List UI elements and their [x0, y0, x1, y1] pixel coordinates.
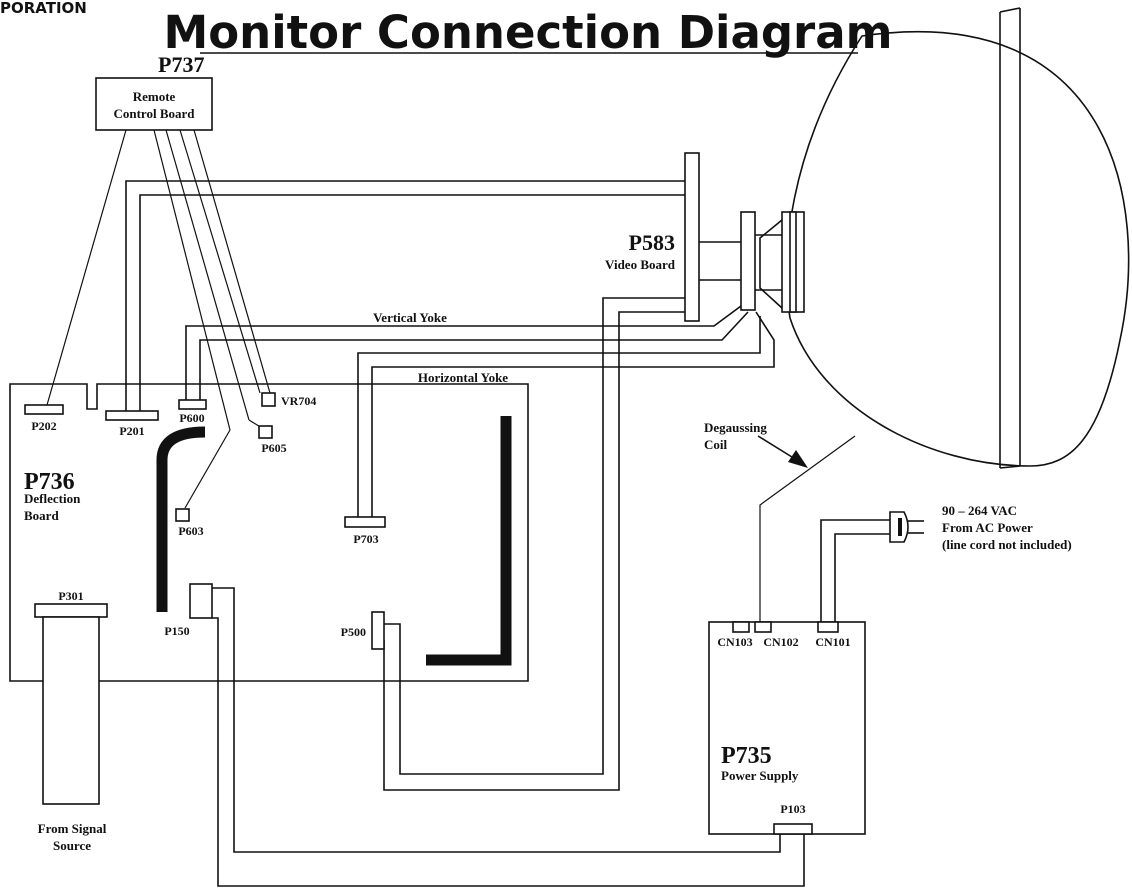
- vertical-yoke-label: Vertical Yoke: [373, 310, 447, 325]
- power-supply-board: CN103 CN102 CN101 P735 Power Supply P103: [708, 621, 866, 835]
- connector-p500-label: P500: [341, 625, 366, 639]
- cable-vertical-yoke: Vertical Yoke: [185, 305, 749, 400]
- remote-cables: [46, 129, 271, 509]
- deflection-board-name-line2: Board: [24, 508, 59, 523]
- video-board: P583 Video Board: [605, 152, 782, 322]
- crt-tube: [759, 7, 1130, 469]
- page-title: Monitor Connection Diagram: [163, 6, 892, 59]
- connector-vr704: VR704: [261, 392, 316, 408]
- connector-p301-label: P301: [58, 589, 83, 603]
- ac-label-line2: From AC Power: [942, 520, 1033, 535]
- heavy-trace-center: [426, 416, 512, 666]
- connector-p605: P605: [258, 425, 287, 455]
- ac-power-cord: [820, 511, 924, 622]
- corner-text: PORATION: [0, 0, 87, 17]
- connector-cn101-label: CN101: [815, 635, 850, 649]
- connector-p603: P603: [175, 508, 204, 538]
- degaussing-label-line1: Degaussing: [704, 420, 767, 435]
- remote-control-board-id: P737: [158, 52, 204, 77]
- connector-p150: P150: [164, 583, 213, 638]
- power-supply-name: Power Supply: [721, 768, 799, 783]
- connector-p603-label: P603: [178, 524, 203, 538]
- ac-label-line1: 90 – 264 VAC: [942, 503, 1017, 518]
- horizontal-yoke-label: Horizontal Yoke: [418, 370, 508, 385]
- cable-p500-video: [383, 297, 685, 791]
- connector-p500: P500: [341, 611, 385, 650]
- cable-p150-p103: [212, 587, 805, 887]
- connector-p605-label: P605: [261, 441, 286, 455]
- connector-cn102-label: CN102: [763, 635, 798, 649]
- degaussing-coil: Degaussing Coil: [704, 420, 856, 622]
- connector-p103-label: P103: [780, 802, 805, 816]
- signal-source-label-line1: From Signal: [38, 821, 107, 836]
- connector-p202: P202: [24, 404, 64, 433]
- ac-label-line3: (line cord not included): [942, 537, 1072, 552]
- remote-control-board: P737 Remote Control Board: [95, 52, 213, 131]
- degaussing-label-line2: Coil: [704, 437, 728, 452]
- deflection-board-id: P736: [24, 469, 75, 495]
- connector-p150-label: P150: [164, 624, 189, 638]
- connector-p201-label: P201: [119, 424, 144, 438]
- remote-control-board-name-line1: Remote: [133, 89, 176, 104]
- signal-source-label-line2: Source: [53, 838, 91, 853]
- deflection-board: [9, 383, 529, 682]
- video-board-name: Video Board: [605, 257, 676, 272]
- deflection-board-name-line1: Deflection: [24, 491, 81, 506]
- connector-vr704-label: VR704: [281, 394, 316, 408]
- remote-control-board-name-line2: Control Board: [113, 106, 195, 121]
- connector-p201: P201: [105, 410, 159, 438]
- plug-icon: [898, 518, 902, 536]
- connector-p600: P600: [178, 399, 207, 425]
- connector-p600-label: P600: [179, 411, 204, 425]
- power-supply-id: P735: [721, 743, 772, 769]
- connector-cn103-label: CN103: [717, 635, 752, 649]
- heavy-trace-left: [156, 426, 206, 612]
- cable-horizontal-yoke: Horizontal Yoke: [357, 311, 775, 517]
- connector-p703-label: P703: [353, 532, 378, 546]
- connector-p202-label: P202: [31, 419, 56, 433]
- connector-p703: P703: [344, 516, 386, 546]
- cable-p201-video: [125, 180, 685, 411]
- connector-p301: P301: [34, 589, 108, 805]
- video-board-id: P583: [629, 230, 675, 255]
